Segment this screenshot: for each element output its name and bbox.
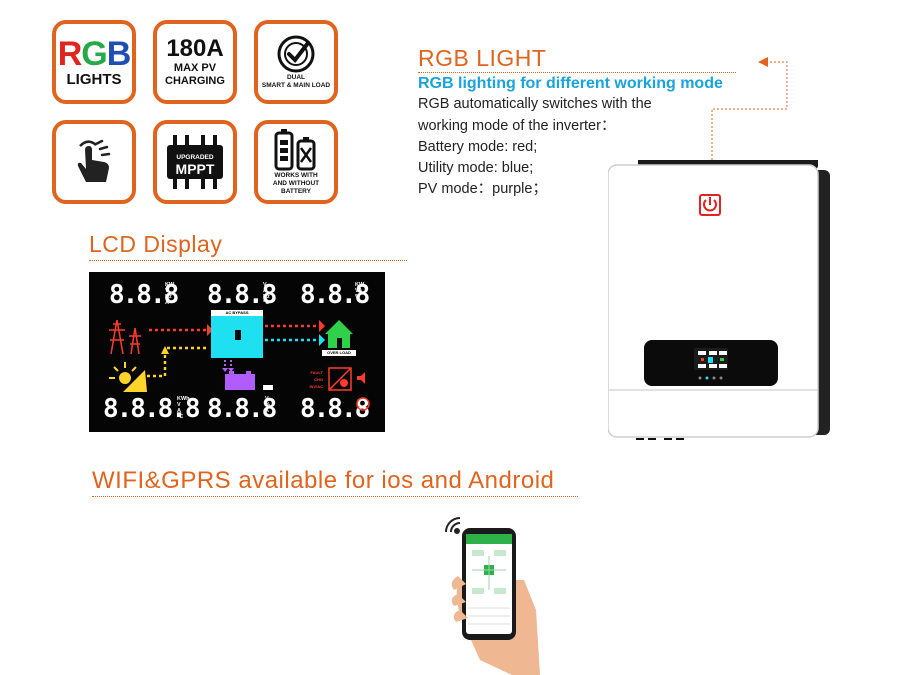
lcd-tag-overload: OVER LOAD <box>327 350 351 355</box>
lcd-readout-top-left: 8.8.8 <box>109 280 179 310</box>
rgb-description-line: RGB automatically switches with the <box>418 96 652 112</box>
wifi-title-divider <box>92 496 578 497</box>
wifi-title: WIFI&GPRS available for ios and Android <box>92 467 555 494</box>
rgb-title-divider <box>418 72 736 73</box>
rgb-description-line: working mode of the inverter： <box>418 118 616 134</box>
touch-badge <box>52 120 136 204</box>
lcd-fault-labels: FAULT CHG INV/AC <box>309 370 323 389</box>
badge-label: SMART & MAIN LOAD <box>261 82 331 89</box>
lcd-display-title: LCD Display <box>89 231 223 257</box>
battery-icon <box>274 129 316 171</box>
power-light <box>699 194 721 216</box>
pv-mode-text: PV mode：purple； <box>418 181 547 197</box>
lcd-readout-bottom-left: 8.8.8.8 <box>103 394 201 424</box>
lcd-title-divider <box>89 260 407 261</box>
lcd-units: V%A <box>265 396 270 414</box>
lcd-readout-top-middle: 8.8.8 <box>207 280 277 310</box>
house-icon <box>322 320 356 356</box>
pointer-line <box>711 57 788 192</box>
rgb-logo: RGB <box>57 34 132 73</box>
lcd-readout-bottom-middle: 8.8.8 <box>207 394 277 424</box>
lcd-flow-diagram <box>109 310 370 411</box>
rgb-subtitle: RGB lighting for different working mode <box>418 75 723 92</box>
badge-label: CHARGING <box>165 75 225 87</box>
solar-panel-icon <box>109 362 147 392</box>
badge-label: AND WITHOUT <box>272 180 320 187</box>
rgb-light-title: RGB LIGHT <box>418 45 547 71</box>
check-badge-icon <box>277 35 315 73</box>
badge-label: WORKS WITH <box>274 172 318 179</box>
touch-hand-icon <box>77 139 111 182</box>
utility-mode-text: Utility mode: blue; <box>418 160 534 176</box>
mppt-badge: UPGRADED MPPT <box>153 120 237 204</box>
badge-label: BATTERY <box>281 188 311 195</box>
badge-label: UPGRADED <box>176 154 214 161</box>
badge-label: LIGHTS <box>66 70 122 88</box>
badge-label: MAX PV <box>173 62 217 74</box>
badge-label: MPPT <box>175 161 215 177</box>
battery-mode-text: Battery mode: red; <box>418 139 538 155</box>
lcd-readout-top-right: 8.8.8 <box>300 280 370 310</box>
rgb-lights-badge: RGB LIGHTS <box>52 20 136 104</box>
battery-badge: WORKS WITH AND WITHOUT BATTERY <box>254 120 338 204</box>
max-pv-badge: 180A MAX PV CHARGING <box>153 20 237 104</box>
badge-value: 180A <box>166 35 224 62</box>
inverter-illustration <box>608 160 830 440</box>
lcd-tag-bypass: AC BYPASS <box>225 310 249 315</box>
chip-icon <box>167 135 223 189</box>
wifi-signal-icon <box>445 517 461 534</box>
grid-tower-icon <box>109 319 141 355</box>
badge-label: DUAL <box>286 74 306 81</box>
phone-in-hand-illustration <box>445 517 540 675</box>
dual-load-badge: DUAL SMART & MAIN LOAD <box>254 20 338 104</box>
